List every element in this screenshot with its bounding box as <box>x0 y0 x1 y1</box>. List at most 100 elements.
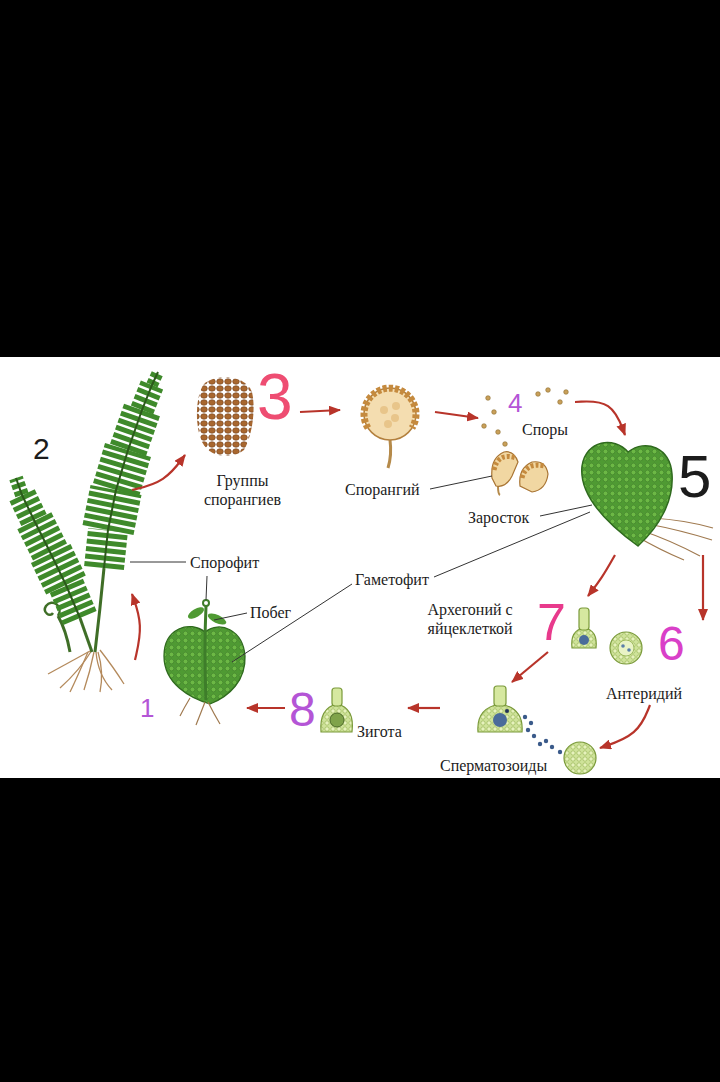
spore <box>384 420 392 428</box>
cycle-arrow <box>300 410 340 412</box>
callout-number: 2 <box>33 431 50 467</box>
fern-frond <box>16 372 158 618</box>
spore <box>536 392 541 397</box>
archegonium-base <box>321 704 353 732</box>
prothallus: 5 <box>580 435 715 555</box>
stalk <box>498 486 500 495</box>
callout-number: 7 <box>537 596 566 648</box>
zygote: 8Зигота <box>285 682 408 748</box>
sperm-cell <box>627 648 631 652</box>
egg-cell <box>579 635 589 645</box>
part-label: Гаметофит <box>355 570 429 589</box>
annulus <box>494 457 516 471</box>
leader-line <box>130 562 186 563</box>
annulus <box>522 465 544 478</box>
sperm-cell <box>558 750 562 754</box>
antheridium <box>564 742 596 774</box>
opened-sporangium <box>492 452 518 487</box>
archegonium-base <box>478 704 522 732</box>
root <box>96 652 112 690</box>
sporangium-body <box>364 388 416 440</box>
archegonium: Архегоний с яйцеклеткой7 <box>405 596 600 652</box>
spore <box>503 442 508 447</box>
cycle-arrow <box>588 555 615 596</box>
spores <box>482 388 569 447</box>
fern-sporophyte: 2 <box>5 365 132 690</box>
zygote <box>330 713 344 727</box>
spore <box>380 406 388 414</box>
part-label: Спорофит <box>190 553 259 572</box>
archegonium-base <box>572 628 597 648</box>
fern-rachis <box>16 372 158 618</box>
sperm-cell <box>529 721 533 725</box>
archegonium-neck <box>332 688 342 706</box>
young-fiddlehead <box>203 600 209 606</box>
leader-lines <box>130 476 592 662</box>
antheridium <box>610 632 642 664</box>
callout-number: 4 <box>508 388 522 419</box>
annulus <box>364 388 416 428</box>
sporangium: Спорангий <box>340 375 435 505</box>
spore <box>391 414 399 422</box>
root <box>70 652 88 692</box>
leader-line <box>430 476 492 489</box>
stage-label: Спорангий <box>345 480 420 499</box>
stipe <box>80 618 92 652</box>
prothallus <box>582 443 672 546</box>
spore <box>486 396 491 401</box>
spores: 4Споры <box>478 388 575 495</box>
young-shoot <box>205 606 206 700</box>
sperm-cell <box>621 644 625 648</box>
root <box>208 702 220 724</box>
cycle-arrow <box>408 707 440 709</box>
fertilisation: Сперматозоиды <box>440 682 600 778</box>
sperm-cell <box>523 715 527 719</box>
edge-group <box>132 401 703 748</box>
stage-label: Группы спорангиев <box>190 471 295 509</box>
callout-number: 5 <box>678 447 711 507</box>
spore <box>558 400 563 405</box>
leader-line <box>214 613 247 620</box>
stipe <box>95 568 104 652</box>
stage-label: Антеридий <box>606 684 682 703</box>
spore <box>392 402 400 410</box>
cycle-arrow <box>702 555 704 620</box>
cycle-arrow <box>132 594 140 660</box>
archegonium-neck <box>494 686 506 706</box>
leader-line <box>206 576 207 600</box>
sperm-cell <box>532 734 536 738</box>
opened-sporangium <box>520 462 548 492</box>
leader-line <box>232 584 352 662</box>
cycle-arrow <box>435 412 478 418</box>
stage-label: Сперматозоиды <box>440 756 547 775</box>
cycle-arrow <box>512 652 548 682</box>
young-sporophyte: 1 <box>135 598 247 730</box>
cycle-arrow <box>600 705 650 748</box>
fern-roots <box>48 650 124 692</box>
antheridium: 6Антеридий <box>602 620 715 705</box>
callout-number: 3 <box>257 365 293 429</box>
sporangia-group: 3Группы спорангиев <box>185 365 300 511</box>
rhizoid <box>180 698 190 716</box>
spore <box>492 410 497 415</box>
sperm-cell <box>550 745 554 749</box>
sperm-cell <box>526 728 530 732</box>
part-label: Побег <box>250 603 291 622</box>
spore <box>564 390 569 395</box>
white-panel <box>0 357 720 778</box>
egg-cell <box>493 713 507 727</box>
cycle-arrow <box>247 707 285 709</box>
sperm-trail <box>523 715 562 754</box>
callout-number: 1 <box>140 693 154 724</box>
sperm-cell <box>538 742 542 746</box>
young-leaf <box>186 605 206 621</box>
root <box>196 702 205 725</box>
callout-number: 6 <box>658 620 685 668</box>
rachis <box>16 478 80 618</box>
young-roots <box>180 698 220 725</box>
cycle-arrow <box>575 401 625 435</box>
stage-label: Зигота <box>357 722 402 741</box>
part-label: Заросток <box>468 508 529 527</box>
